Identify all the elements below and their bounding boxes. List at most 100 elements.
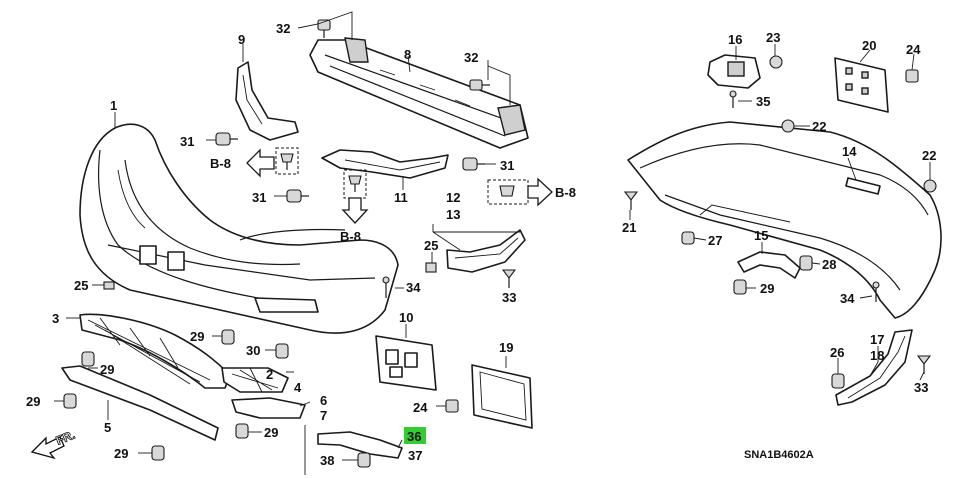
callout-11[interactable]: 11 [394, 190, 408, 205]
reference-arrow-left[interactable]: B-8 [210, 148, 275, 178]
clip-icon [799, 255, 813, 271]
arrow-down-icon [341, 197, 369, 224]
callout-9[interactable]: 9 [238, 32, 245, 47]
callout-5[interactable]: 5 [104, 420, 111, 435]
fasteners [63, 19, 937, 468]
callout-17[interactable]: 17 [870, 332, 884, 347]
callout-7[interactable]: 7 [320, 408, 327, 423]
callout-29b[interactable]: 29 [100, 362, 114, 377]
side-spacer-12-13 [446, 229, 526, 273]
callout-32a[interactable]: 32 [276, 21, 290, 36]
reference-arrow-down[interactable]: B-8 [340, 197, 369, 244]
screw-icon [729, 90, 737, 108]
callout-15[interactable]: 15 [754, 228, 768, 243]
callout-28[interactable]: 28 [822, 257, 836, 272]
callout-3[interactable]: 3 [52, 311, 59, 326]
front-direction-indicator: FR. [30, 427, 77, 460]
ref-label: B-8 [555, 185, 576, 200]
clip-icon [63, 393, 77, 409]
callout-24b[interactable]: 24 [906, 42, 921, 57]
rear-license-bracket-20 [834, 57, 889, 113]
clip-icon [681, 231, 695, 245]
callout-2[interactable]: 2 [266, 367, 273, 382]
rear-side-spacer-17-18 [835, 329, 913, 406]
callout-14[interactable]: 14 [842, 144, 857, 159]
side-bracket-9 [235, 61, 299, 141]
callout-32b[interactable]: 32 [464, 50, 478, 65]
license-bracket-10 [375, 335, 437, 391]
screw-icon [382, 276, 390, 298]
callout-20[interactable]: 20 [862, 38, 876, 53]
arrow-right-icon [527, 177, 553, 207]
callout-4[interactable]: 4 [294, 380, 302, 395]
nut-icon [769, 55, 783, 69]
diagram-code: SNA1B4602A [744, 449, 814, 461]
callout-25[interactable]: 25 [74, 278, 88, 293]
arrow-left-icon [246, 148, 275, 178]
callout-6[interactable]: 6 [320, 393, 327, 408]
reference-arrow-right[interactable]: B-8 [527, 177, 576, 207]
callout-1[interactable]: 1 [110, 98, 117, 113]
callout-8[interactable]: 8 [404, 47, 411, 62]
clip-icon [81, 351, 95, 367]
callout-12[interactable]: 12 [446, 190, 460, 205]
callout-33b[interactable]: 33 [914, 380, 928, 395]
callout-25b[interactable]: 25 [424, 238, 438, 253]
callout-24[interactable]: 24 [413, 400, 428, 415]
clip-icon [103, 281, 115, 290]
callout-27[interactable]: 27 [708, 233, 722, 248]
ref-label: B-8 [210, 156, 231, 171]
callout-19[interactable]: 19 [499, 340, 513, 355]
clip-icon [733, 279, 747, 295]
callout-36[interactable]: 36 [407, 429, 421, 444]
clip-icon [469, 79, 490, 91]
clip-icon [235, 423, 249, 439]
clip-icon [499, 185, 515, 197]
callout-35[interactable]: 35 [756, 94, 770, 109]
direction-label: FR. [54, 428, 77, 448]
callout-21[interactable]: 21 [622, 220, 636, 235]
leader-lines [54, 11, 931, 461]
rear-bracket-16 [707, 54, 761, 89]
callout-22[interactable]: 22 [812, 119, 826, 134]
side-molding-6-7 [231, 397, 306, 419]
callout-36-highlight [404, 427, 426, 444]
callout-34a[interactable]: 34 [406, 280, 421, 295]
callout-31c[interactable]: 31 [500, 158, 514, 173]
callout-13[interactable]: 13 [446, 207, 460, 222]
clip-icon [151, 445, 165, 461]
screw-icon [872, 281, 880, 302]
callout-34b[interactable]: 34 [840, 291, 855, 306]
callout-29d[interactable]: 29 [264, 425, 278, 440]
callout-37[interactable]: 37 [408, 448, 422, 463]
callout-29e[interactable]: 29 [114, 446, 128, 461]
callout-22b[interactable]: 22 [922, 148, 936, 163]
clip-icon [221, 329, 235, 345]
license-base-19 [471, 364, 533, 429]
callout-38[interactable]: 38 [320, 453, 334, 468]
callout-26[interactable]: 26 [830, 345, 844, 360]
lower-spoiler [61, 365, 219, 441]
clip-icon [357, 452, 371, 468]
clip-icon [425, 262, 437, 273]
nut-icon [781, 119, 795, 133]
callout-23[interactable]: 23 [766, 30, 780, 45]
callout-29f[interactable]: 29 [760, 281, 774, 296]
callout-10[interactable]: 10 [399, 310, 413, 325]
clip-icon [215, 132, 238, 146]
callout-31b[interactable]: 31 [252, 190, 266, 205]
side-spacer-36-37 [304, 425, 403, 475]
nut-icon [923, 179, 937, 193]
clip-icon [831, 373, 845, 389]
callout-18[interactable]: 18 [870, 348, 884, 363]
callout-29a[interactable]: 29 [190, 329, 204, 344]
callout-33a[interactable]: 33 [502, 290, 516, 305]
callout-16[interactable]: 16 [728, 32, 742, 47]
screw-icon [916, 355, 932, 374]
upper-bracket-11 [321, 149, 449, 179]
callout-29c[interactable]: 29 [26, 394, 40, 409]
callout-30[interactable]: 30 [246, 343, 260, 358]
callout-31a[interactable]: 31 [180, 134, 194, 149]
clip-icon [348, 175, 362, 192]
